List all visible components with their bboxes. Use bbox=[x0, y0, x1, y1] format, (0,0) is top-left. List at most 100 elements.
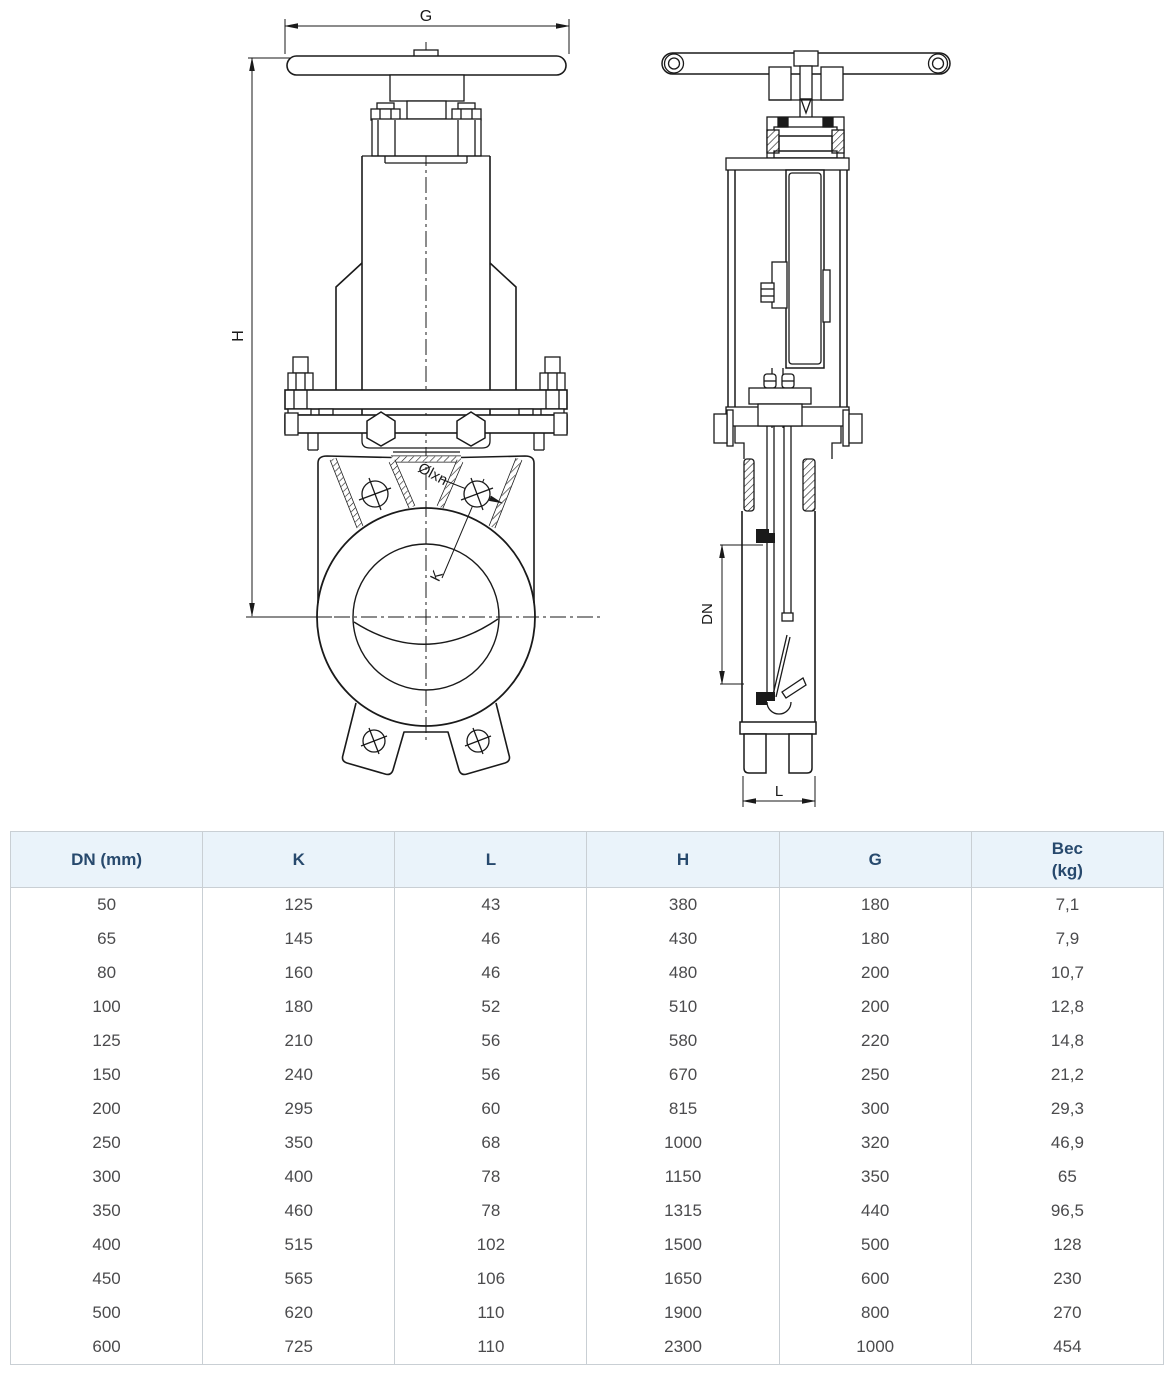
table-cell: 230 bbox=[970, 1262, 1165, 1296]
table-cell: 450 bbox=[9, 1262, 204, 1296]
table-cell: 56 bbox=[394, 1058, 588, 1092]
table-cell: 128 bbox=[970, 1228, 1165, 1262]
side-view: DN L bbox=[661, 50, 951, 807]
table-cell: 46,9 bbox=[970, 1126, 1165, 1160]
dim-g-label: G bbox=[420, 8, 432, 25]
table-cell: 440 bbox=[778, 1194, 972, 1228]
table-cell: 2300 bbox=[586, 1330, 780, 1365]
dim-h-label: H bbox=[230, 330, 247, 342]
side-tab-right bbox=[822, 269, 831, 323]
table-cell: 815 bbox=[586, 1092, 780, 1126]
table-cell: 65 bbox=[970, 1160, 1165, 1194]
side-body bbox=[741, 511, 816, 722]
gland-flange-upper bbox=[284, 389, 568, 410]
table-cell: 10,7 bbox=[970, 956, 1165, 990]
table-cell: 1650 bbox=[586, 1262, 780, 1296]
table-cell: 68 bbox=[394, 1126, 588, 1160]
table-cell: 454 bbox=[970, 1330, 1165, 1365]
table-cell: 350 bbox=[778, 1160, 972, 1194]
table-cell: 250 bbox=[778, 1058, 972, 1092]
body-bore-circle bbox=[352, 543, 500, 691]
table-cell: 1315 bbox=[586, 1194, 780, 1228]
seal-top bbox=[756, 529, 775, 543]
table-cell: 21,2 bbox=[970, 1058, 1165, 1092]
table-cell: 300 bbox=[778, 1092, 972, 1126]
rod-cap bbox=[781, 612, 794, 622]
dim-l-label: L bbox=[775, 783, 783, 800]
table-cell: 350 bbox=[202, 1126, 396, 1160]
side-bolt-mid bbox=[760, 261, 788, 309]
table-cell: 300 bbox=[9, 1160, 204, 1194]
gate-edge-arc bbox=[353, 618, 499, 645]
table-cell: 180 bbox=[202, 990, 396, 1024]
frame-columns bbox=[727, 170, 848, 407]
yoke-nut-housing bbox=[768, 66, 844, 101]
table-cell: 620 bbox=[202, 1296, 396, 1330]
bonnet bbox=[361, 155, 491, 433]
table-cell: 46 bbox=[394, 922, 588, 956]
table-cell: 12,8 bbox=[970, 990, 1165, 1024]
table-cell: 400 bbox=[202, 1160, 396, 1194]
table-cell: 80 bbox=[9, 956, 204, 990]
bolt-pattern-label: Ølxn bbox=[415, 460, 450, 489]
flange-bolts bbox=[287, 356, 566, 391]
clevis-block-bottom bbox=[757, 403, 803, 427]
table-cell: 1900 bbox=[586, 1296, 780, 1330]
dimension-l bbox=[742, 776, 816, 807]
dim-k-label: K bbox=[427, 568, 447, 584]
table-cell: 78 bbox=[394, 1194, 588, 1228]
table-cell: 145 bbox=[202, 922, 396, 956]
table-cell: 1500 bbox=[586, 1228, 780, 1262]
table-cell: 295 bbox=[202, 1092, 396, 1126]
seat-piece bbox=[781, 677, 807, 699]
table-cell: 240 bbox=[202, 1058, 396, 1092]
table-cell: 350 bbox=[9, 1194, 204, 1228]
table-cell: 1000 bbox=[778, 1330, 972, 1365]
table-cell: 580 bbox=[586, 1024, 780, 1058]
gland-hex-bolts bbox=[366, 411, 486, 447]
table-cell: 60 bbox=[394, 1092, 588, 1126]
body-outer-circle bbox=[316, 507, 536, 727]
table-cell: 600 bbox=[9, 1330, 204, 1365]
table-cell: 510 bbox=[586, 990, 780, 1024]
table-cell: 565 bbox=[202, 1262, 396, 1296]
table-cell: 515 bbox=[202, 1228, 396, 1262]
table-cell: 160 bbox=[202, 956, 396, 990]
foot-hole-right bbox=[464, 727, 492, 755]
table-cell: 110 bbox=[394, 1296, 588, 1330]
table-cell: 110 bbox=[394, 1330, 588, 1365]
table-cell: 180 bbox=[778, 922, 972, 956]
table-cell: 7,1 bbox=[970, 887, 1165, 922]
front-view: G H bbox=[230, 8, 604, 776]
column-header-bec: Bec(kg) bbox=[970, 831, 1165, 888]
column-header-k: K bbox=[202, 831, 396, 888]
table-cell: 78 bbox=[394, 1160, 588, 1194]
table-cell: 270 bbox=[970, 1296, 1165, 1330]
gate-bottom-arc bbox=[766, 701, 792, 715]
bonnet-shoulders bbox=[335, 262, 517, 390]
table-cell: 56 bbox=[394, 1024, 588, 1058]
table-cell: 96,5 bbox=[970, 1194, 1165, 1228]
valve-technical-drawing: G H bbox=[230, 8, 951, 807]
column-header-g: G bbox=[778, 831, 972, 888]
table-cell: 430 bbox=[586, 922, 780, 956]
dimension-dn bbox=[719, 544, 763, 685]
bolt-hole-left bbox=[358, 477, 392, 511]
table-cell: 725 bbox=[202, 1330, 396, 1365]
column-header-dn-mm-: DN (mm) bbox=[9, 831, 204, 888]
table-cell: 800 bbox=[778, 1296, 972, 1330]
table-cell: 125 bbox=[202, 887, 396, 922]
table-cell: 100 bbox=[9, 990, 204, 1024]
